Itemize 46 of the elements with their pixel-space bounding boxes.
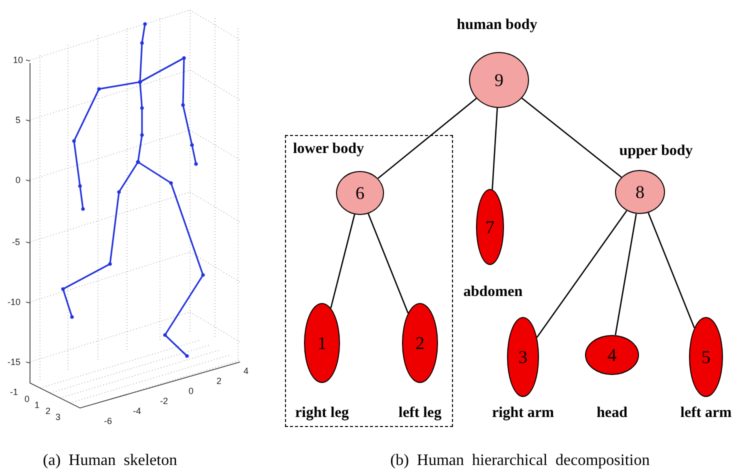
tree-node-ellipse: 6	[336, 171, 384, 215]
axis-tick-label: 10	[13, 55, 23, 65]
tree-node-ellipse: 7	[476, 189, 504, 265]
node-caption: head	[596, 405, 628, 422]
node-caption: left arm	[680, 405, 732, 422]
tree-node-ellipse: 8	[615, 170, 665, 214]
tree-node-ellipse: 4	[585, 335, 639, 375]
axis-tick-label: -4	[133, 406, 141, 416]
axis-tick-label: -15	[8, 357, 20, 367]
connector-line	[330, 214, 356, 308]
connector-line	[378, 98, 477, 179]
tree-node-ellipse: 3	[507, 317, 539, 397]
figure-caption: (a) Human skeleton	[42, 452, 178, 470]
axis-tick-label: -2	[160, 396, 168, 406]
axis-tick-label: 0	[24, 394, 30, 404]
axis-tick-label: 2	[46, 406, 50, 416]
axis-tick-label: 0	[16, 175, 20, 185]
node-caption: right arm	[492, 405, 554, 422]
connector-line	[648, 212, 695, 328]
node-caption: left leg	[398, 405, 442, 422]
node-caption: right leg	[295, 405, 349, 422]
connector-line	[521, 98, 622, 178]
axis-tick-label: 3	[56, 412, 60, 422]
axis-tick-label: 2	[216, 376, 222, 386]
axis-tick-label: 0	[188, 386, 194, 396]
group-heading: lower body	[293, 141, 364, 158]
node-caption: abdomen	[463, 284, 523, 301]
node-caption: upper body	[619, 143, 693, 160]
tree-node-ellipse: 1	[304, 303, 340, 383]
axis-tick-label: -10	[8, 297, 20, 307]
connector-line	[492, 108, 498, 190]
tree-node-ellipse: 5	[689, 317, 723, 397]
axis-tick-label: 4	[244, 366, 248, 376]
axis-tick-label: -5	[12, 237, 20, 247]
connector-line	[614, 214, 637, 336]
connector-line	[368, 213, 409, 314]
tree-node-ellipse: 9	[469, 52, 529, 108]
axis-tick-label: -1	[10, 387, 18, 397]
figure-caption: (b) Human hierarchical decomposition	[390, 452, 650, 470]
axis-tick-label: 1	[34, 400, 40, 410]
node-caption: human body	[456, 17, 538, 34]
group-frame	[285, 135, 453, 427]
axis-tick-label: 5	[16, 115, 20, 125]
axis-tick-label: -6	[104, 416, 112, 426]
tree-node-ellipse: 2	[402, 303, 438, 383]
connector-line	[536, 210, 628, 338]
